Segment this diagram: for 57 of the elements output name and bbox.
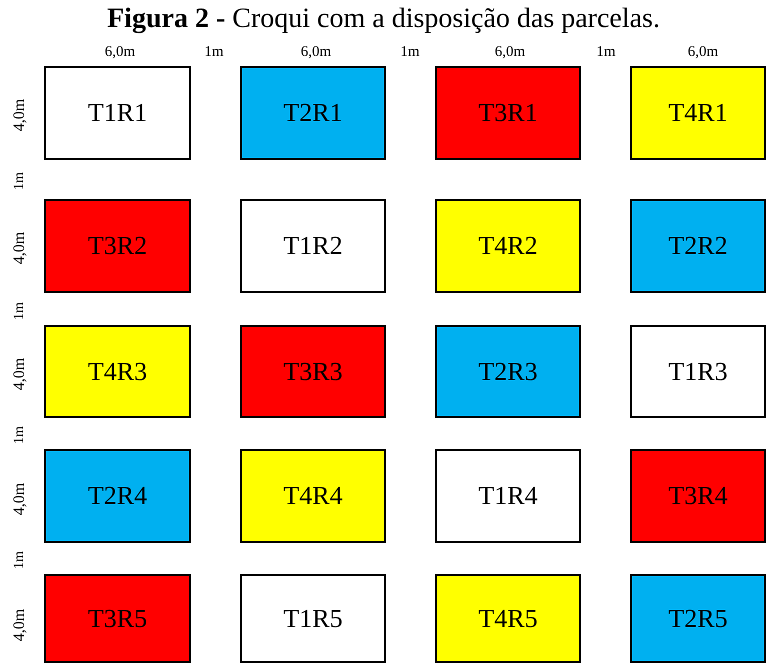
figure-title: Figura 2 - Croqui com a disposição das parcelas. bbox=[106, 2, 661, 36]
plot-box bbox=[630, 66, 766, 160]
dimension-label: 1m bbox=[12, 551, 28, 569]
plot-box bbox=[44, 66, 191, 160]
dimension-label: 1m bbox=[400, 44, 420, 60]
plot-box bbox=[240, 66, 386, 160]
plot-label: T2R4 bbox=[88, 481, 148, 511]
dimension-label: 1m bbox=[12, 302, 28, 320]
plot-box bbox=[435, 574, 581, 663]
dimension-label: 6,0m bbox=[688, 44, 718, 60]
dimension-label: 6,0m bbox=[300, 44, 332, 60]
plot-label: T4R4 bbox=[283, 481, 343, 511]
plot-box bbox=[435, 199, 581, 293]
plot-label: T2R3 bbox=[478, 356, 538, 386]
plot-label: T4R3 bbox=[88, 356, 148, 386]
plot-box bbox=[44, 449, 191, 543]
plot-box bbox=[435, 66, 581, 160]
plot-box bbox=[630, 449, 766, 543]
plot-box bbox=[44, 325, 191, 418]
plot-box bbox=[44, 199, 191, 293]
plot-label: T1R1 bbox=[88, 98, 148, 128]
plot-label: T2R2 bbox=[668, 231, 728, 261]
plot-label: T4R5 bbox=[478, 604, 538, 634]
dimension-label: 4,0m bbox=[12, 608, 28, 642]
dimension-label: 1m bbox=[12, 172, 28, 190]
dimension-label: 1m bbox=[12, 426, 28, 444]
plot-label: T3R3 bbox=[283, 356, 343, 386]
plot-label: T1R4 bbox=[478, 481, 538, 511]
plot-label: T4R2 bbox=[478, 231, 538, 261]
plot-box bbox=[44, 574, 191, 663]
plot-label: T3R1 bbox=[478, 98, 538, 128]
dimension-label: 4,0m bbox=[12, 232, 28, 264]
plot-label: T1R5 bbox=[283, 604, 343, 634]
dimension-label: 4,0m bbox=[12, 98, 28, 132]
plot-label: T3R5 bbox=[88, 604, 148, 634]
plot-label: T3R4 bbox=[668, 481, 728, 511]
plot-box bbox=[240, 574, 386, 663]
dimension-label: 6,0m bbox=[104, 44, 136, 60]
plot-label: T3R2 bbox=[88, 231, 148, 261]
dimension-label: 1m bbox=[596, 44, 616, 60]
plot-box bbox=[240, 449, 386, 543]
plot-box bbox=[630, 199, 766, 293]
plot-label: T2R5 bbox=[668, 604, 728, 634]
plot-label: T2R1 bbox=[283, 98, 343, 128]
plot-box bbox=[240, 325, 386, 418]
dimension-label: 6,0m bbox=[494, 44, 526, 60]
dimension-label: 4,0m bbox=[12, 358, 28, 390]
plot-box bbox=[630, 325, 766, 418]
dimension-label: 1m bbox=[204, 44, 224, 60]
plot-label: T4R1 bbox=[668, 98, 728, 128]
plot-box bbox=[435, 449, 581, 543]
plot-box bbox=[435, 325, 581, 418]
dimension-label: 4,0m bbox=[12, 482, 28, 516]
plot-box bbox=[240, 199, 386, 293]
plot-label: T1R3 bbox=[668, 356, 728, 386]
plot-box bbox=[630, 574, 766, 663]
plot-label: T1R2 bbox=[283, 231, 343, 261]
